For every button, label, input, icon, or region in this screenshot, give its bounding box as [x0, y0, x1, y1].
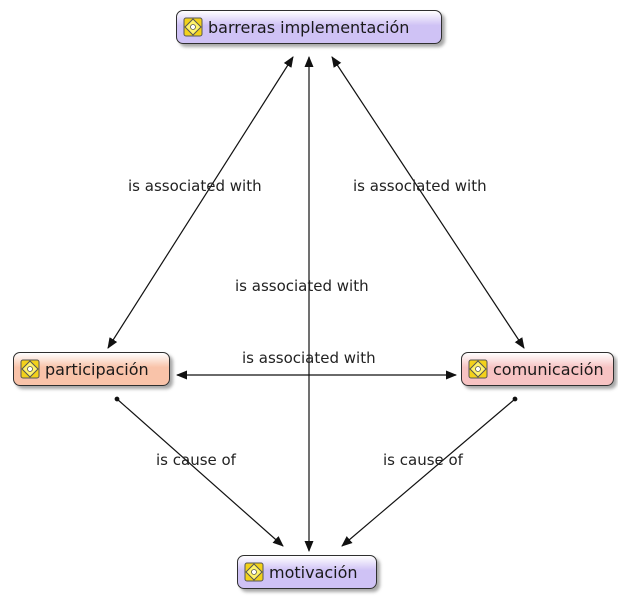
node-code-icon [182, 16, 204, 38]
node-label: comunicación [493, 359, 604, 379]
edge-label-barreras-motivacion: is associated with [235, 277, 369, 295]
edge-comunicacion-motivacion[interactable] [341, 396, 518, 547]
edge-label-comunicacion-motivacion: is cause of [383, 451, 463, 469]
node-label: participación [45, 359, 149, 379]
node-code-icon [467, 358, 489, 380]
node-label: barreras implementación [208, 17, 410, 37]
edge-label-barreras-comunicacion: is associated with [353, 177, 487, 195]
node-participacion[interactable]: participación [13, 352, 170, 386]
node-motivacion[interactable]: motivación [237, 555, 377, 589]
node-label: motivación [269, 562, 358, 582]
edge-barreras-participacion[interactable] [107, 56, 294, 349]
node-code-icon [19, 358, 41, 380]
edge-participacion-motivacion[interactable] [114, 396, 284, 547]
edge-label-participacion-comunicacion: is associated with [242, 349, 376, 367]
edge-barreras-comunicacion[interactable] [331, 56, 525, 349]
node-code-icon [243, 561, 265, 583]
node-comunicacion[interactable]: comunicación [461, 352, 614, 386]
edge-label-barreras-participacion: is associated with [128, 177, 262, 195]
edge-label-participacion-motivacion: is cause of [156, 451, 236, 469]
node-barreras-implementacion[interactable]: barreras implementación [176, 10, 442, 44]
